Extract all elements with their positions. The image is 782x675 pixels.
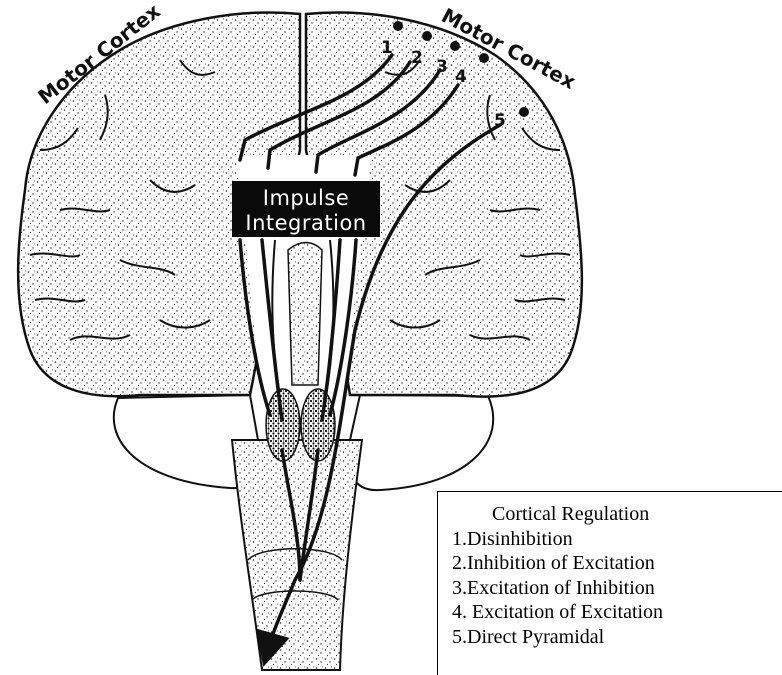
- pathway-number-5: 5: [494, 111, 506, 131]
- integration-label: Integration: [245, 211, 366, 235]
- legend-title: Cortical Regulation: [452, 502, 782, 527]
- impulse-label: Impulse: [263, 186, 350, 210]
- pathway-number-2: 2: [411, 48, 423, 68]
- impulse-integration-box: Impulse Integration: [232, 181, 380, 237]
- cerebellum-right: [349, 395, 494, 490]
- pathway-number-4: 4: [455, 67, 467, 87]
- pathway-number-1: 1: [381, 38, 393, 58]
- legend-box: Cortical Regulation 1.Disinhibition 2.In…: [437, 491, 782, 675]
- legend-item-3: 3.Excitation of Inhibition: [452, 576, 782, 601]
- legend-item-1: 1.Disinhibition: [452, 527, 782, 552]
- pathway-number-3: 3: [436, 57, 448, 77]
- legend-item-4: 4. Excitation of Excitation: [452, 600, 782, 625]
- brainstem: [232, 440, 362, 670]
- legend-item-2: 2.Inhibition of Excitation: [452, 551, 782, 576]
- legend-item-5: 5.Direct Pyramidal: [452, 625, 782, 650]
